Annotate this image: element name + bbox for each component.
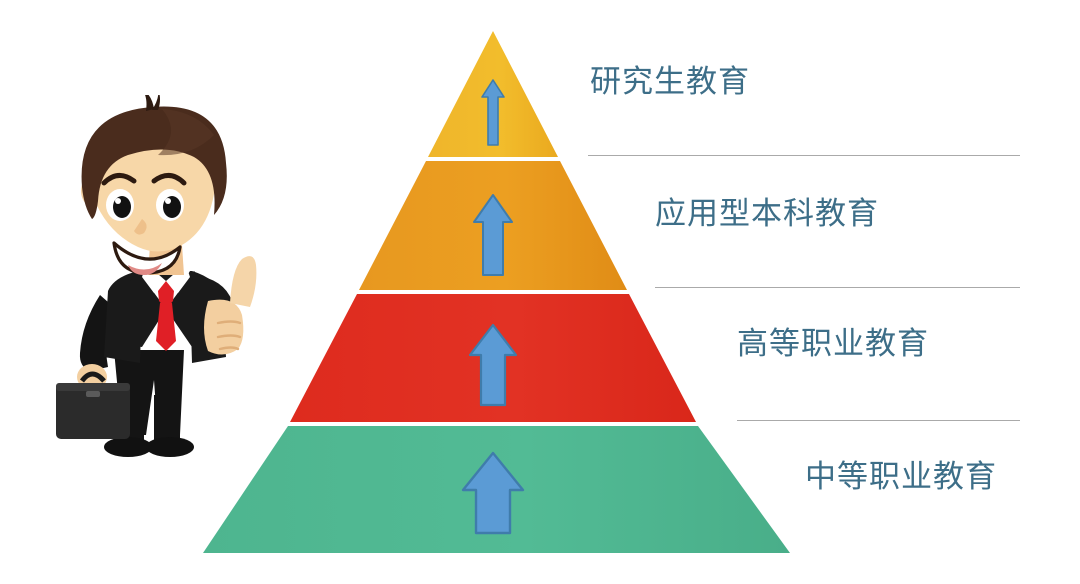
tier-1-up-arrow-icon [481, 79, 505, 146]
tier-label-3: 高等职业教育 [737, 326, 929, 361]
tier-label-2: 应用型本科教育 [655, 196, 879, 231]
tier-2-up-arrow-icon [473, 194, 513, 276]
pyramid-tier-3[interactable] [290, 294, 696, 422]
tier-divider-2 [655, 287, 1020, 288]
tier-3-up-arrow-icon [468, 323, 518, 407]
tier-divider-1 [588, 155, 1020, 156]
tier-label-4: 中等职业教育 [805, 459, 997, 494]
pyramid-tier-2[interactable] [359, 161, 627, 290]
tier-4-up-arrow-icon [461, 451, 525, 535]
mascot-head [81, 95, 227, 275]
tier-label-1: 研究生教育 [590, 64, 750, 99]
mascot-right-arm-thumbs-up [194, 256, 257, 355]
tier-divider-3 [737, 420, 1020, 421]
mascot-briefcase [56, 371, 130, 439]
pyramid-tier-1[interactable] [428, 31, 558, 157]
pyramid-tier-4[interactable] [203, 426, 790, 553]
businessman-mascot [56, 95, 257, 457]
